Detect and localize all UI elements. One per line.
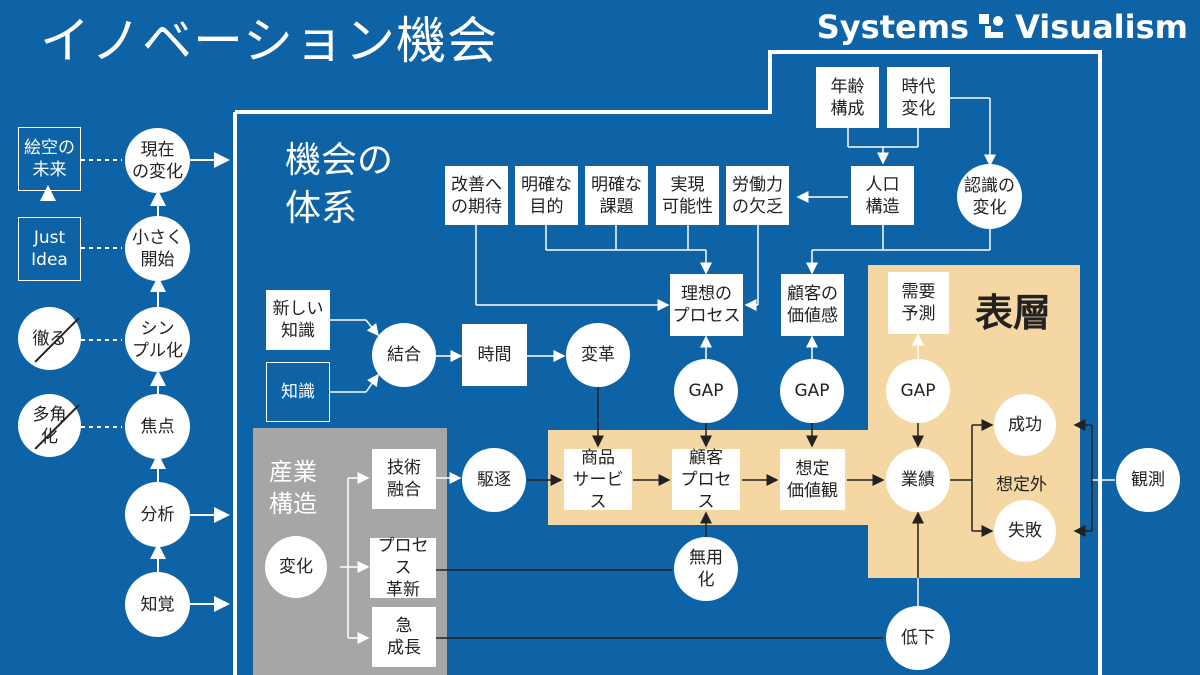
diversify-node: 多角 化 bbox=[18, 394, 81, 457]
current-change-node: 現在 の変化 bbox=[125, 128, 190, 193]
knowledge-box: 知識 bbox=[266, 362, 330, 422]
success-node: 成功 bbox=[994, 394, 1056, 456]
gap-node-2: GAP bbox=[780, 359, 844, 423]
brand-text-systems: Systems bbox=[816, 8, 970, 46]
perception-node: 知覚 bbox=[125, 572, 190, 637]
page-title: イノベーション機会 bbox=[40, 12, 498, 70]
industry-change-node: 変化 bbox=[265, 536, 327, 598]
observation-node: 観測 bbox=[1116, 448, 1180, 512]
pursuit-node: 駆逐 bbox=[462, 448, 526, 512]
analysis-node: 分析 bbox=[125, 482, 190, 547]
surface-label: 表層 bbox=[975, 291, 1052, 335]
system-boundary bbox=[233, 50, 1102, 675]
combination-node: 結合 bbox=[372, 323, 436, 387]
demand-forecast-box: 需要 予測 bbox=[888, 272, 949, 334]
labor-shortage-box: 労働力 の欠乏 bbox=[726, 166, 789, 225]
customer-values-box: 顧客の 価値感 bbox=[781, 274, 844, 336]
performance-node: 業績 bbox=[886, 448, 950, 512]
tasks-node: 徹る bbox=[18, 307, 81, 370]
change-node: 変革 bbox=[566, 323, 630, 387]
industry-label: 産業 構造 bbox=[269, 458, 317, 518]
systems-visualism-logo bbox=[979, 14, 1005, 40]
decline-node: 低下 bbox=[886, 606, 950, 670]
expected-values-box: 想定 価値観 bbox=[780, 449, 845, 510]
customer-process-box: 顧客 プロセス bbox=[672, 448, 740, 512]
generation-change-box: 時代 変化 bbox=[887, 67, 950, 128]
future-picture-box: 絵空の 未来 bbox=[18, 127, 81, 191]
expected-improvement-box: 改善へ の期待 bbox=[445, 166, 508, 225]
population-structure-box: 人口 構造 bbox=[851, 166, 914, 225]
age-structure-box: 年齢 構成 bbox=[816, 67, 879, 128]
failure-node: 失敗 bbox=[994, 500, 1056, 562]
ideal-process-box: 理想の プロセス bbox=[670, 274, 743, 336]
focus-node: 焦点 bbox=[125, 394, 190, 459]
feasibility-box: 実現 可能性 bbox=[656, 166, 719, 225]
time-box: 時間 bbox=[462, 324, 527, 386]
products-services-box: 商品 サービス bbox=[564, 448, 632, 512]
uselessness-node: 無用 化 bbox=[674, 537, 738, 601]
unexpected-label: 想定外 bbox=[996, 475, 1047, 495]
perception-change-node: 認識の 変化 bbox=[957, 164, 1022, 229]
system-label: 機会の 体系 bbox=[285, 140, 394, 229]
gap-node-1: GAP bbox=[674, 359, 738, 423]
process-innovation-box: プロセス 革新 bbox=[370, 536, 436, 600]
brand-header: Systems Visualism bbox=[817, 8, 1188, 46]
clear-issue-box: 明確な 課題 bbox=[585, 166, 648, 225]
rapid-growth-box: 急 成長 bbox=[372, 607, 436, 667]
gap-node-3: GAP bbox=[886, 359, 950, 423]
just-idea-box: Just Idea bbox=[18, 217, 81, 281]
start-small-node: 小さく 開始 bbox=[125, 216, 190, 281]
technology-fusion-box: 技術 融合 bbox=[372, 449, 436, 509]
clear-purpose-box: 明確な 目的 bbox=[515, 166, 578, 225]
new-knowledge-box: 新しい 知識 bbox=[266, 290, 330, 350]
simplify-node: シン プル化 bbox=[125, 307, 190, 372]
brand-text-visualism: Visualism bbox=[1015, 8, 1188, 46]
